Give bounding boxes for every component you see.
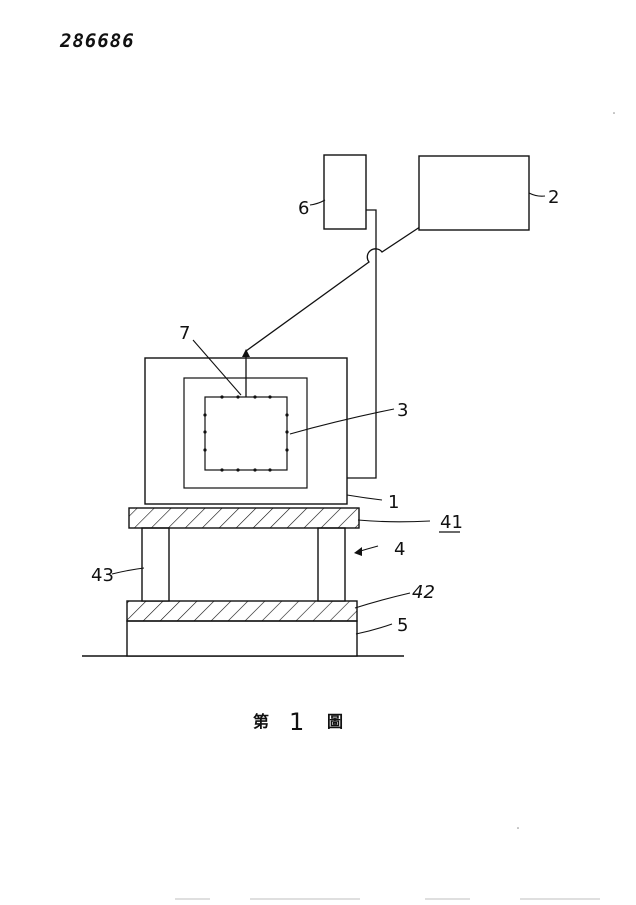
sensor-dots	[203, 395, 289, 472]
label-43: 43	[91, 565, 114, 586]
label-4: 4	[394, 539, 405, 560]
document-number: 286686	[60, 30, 135, 52]
leader-41	[357, 519, 431, 523]
leader-42	[354, 592, 411, 609]
label-6: 6	[298, 198, 309, 219]
leader-4-arrow	[354, 547, 362, 556]
cable-to-unit-2	[245, 214, 439, 352]
label-3: 3	[397, 400, 408, 421]
leader-43	[111, 567, 145, 575]
caption-prefix: 第	[253, 712, 269, 731]
label-7: 7	[179, 323, 190, 344]
unit-6	[323, 154, 367, 230]
lower-plate-42	[126, 600, 358, 622]
label-1: 1	[388, 492, 399, 513]
sample-3	[204, 396, 288, 471]
leader-7	[192, 339, 242, 396]
column-right	[317, 527, 346, 602]
upper-plate-41	[128, 507, 360, 529]
label-42: 42	[412, 582, 435, 603]
leader-2	[528, 192, 546, 197]
leader-6	[309, 199, 326, 206]
column-left-43	[141, 527, 170, 602]
label-5: 5	[397, 615, 408, 636]
unit-2	[418, 155, 530, 231]
caption-suffix: 圖	[327, 712, 343, 731]
label-41: 41	[440, 512, 463, 533]
cable-unit-6	[347, 209, 377, 479]
base-5	[126, 620, 358, 657]
label-2: 2	[548, 187, 559, 208]
leader-5	[355, 623, 393, 635]
scan-artifacts	[517, 112, 615, 829]
caption-number: 1	[289, 708, 304, 736]
leader-1	[346, 494, 383, 501]
probe-arrow	[242, 349, 250, 357]
leader-3	[289, 408, 395, 435]
